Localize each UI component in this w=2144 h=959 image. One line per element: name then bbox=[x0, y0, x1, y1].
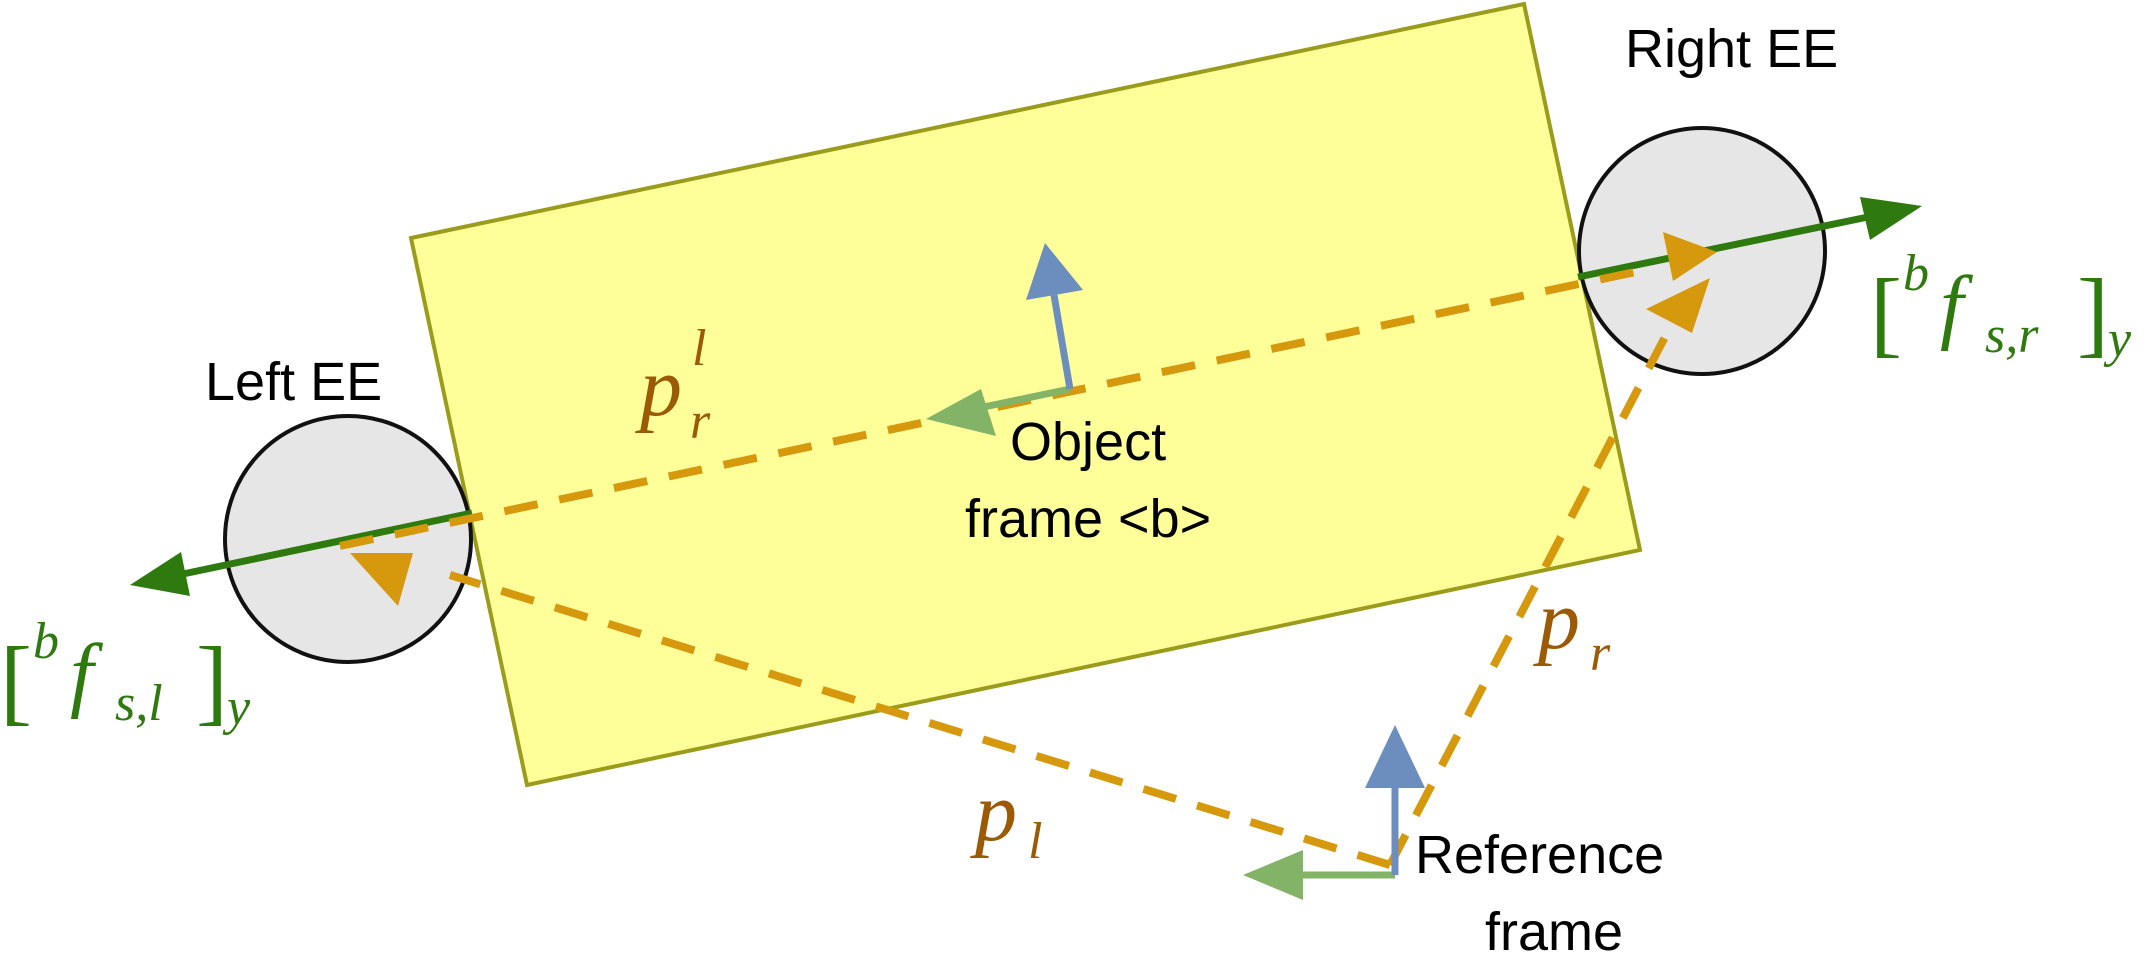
label-p-r-l: p r l bbox=[635, 320, 715, 450]
reference-frame-label-line1: Reference bbox=[1415, 825, 1664, 885]
object-frame-label-line1: Object bbox=[1010, 412, 1166, 472]
right-ee-label: Right EE bbox=[1625, 19, 1838, 79]
reference-frame-label-line2: frame bbox=[1485, 902, 1623, 959]
label-p-r: p r bbox=[1533, 574, 1611, 682]
left-ee-label: Left EE bbox=[205, 352, 382, 412]
object-frame-label-line2: frame <b> bbox=[965, 489, 1211, 549]
object-rectangle bbox=[408, 1, 1643, 788]
force-arrow-left bbox=[130, 509, 473, 596]
label-force-left: [ b f s,l ] y bbox=[0, 613, 251, 736]
label-p-l: p l bbox=[970, 766, 1042, 870]
position-vector-p-r bbox=[1386, 278, 1710, 867]
object-frame-axes bbox=[926, 243, 1083, 436]
position-vector-p-l bbox=[350, 553, 1392, 869]
force-arrow-right bbox=[1577, 197, 1922, 281]
reference-frame-axes bbox=[1243, 725, 1425, 900]
position-vector-p-r-l bbox=[339, 232, 1717, 550]
label-force-right: [ b f s,r ] y bbox=[1870, 245, 2132, 368]
